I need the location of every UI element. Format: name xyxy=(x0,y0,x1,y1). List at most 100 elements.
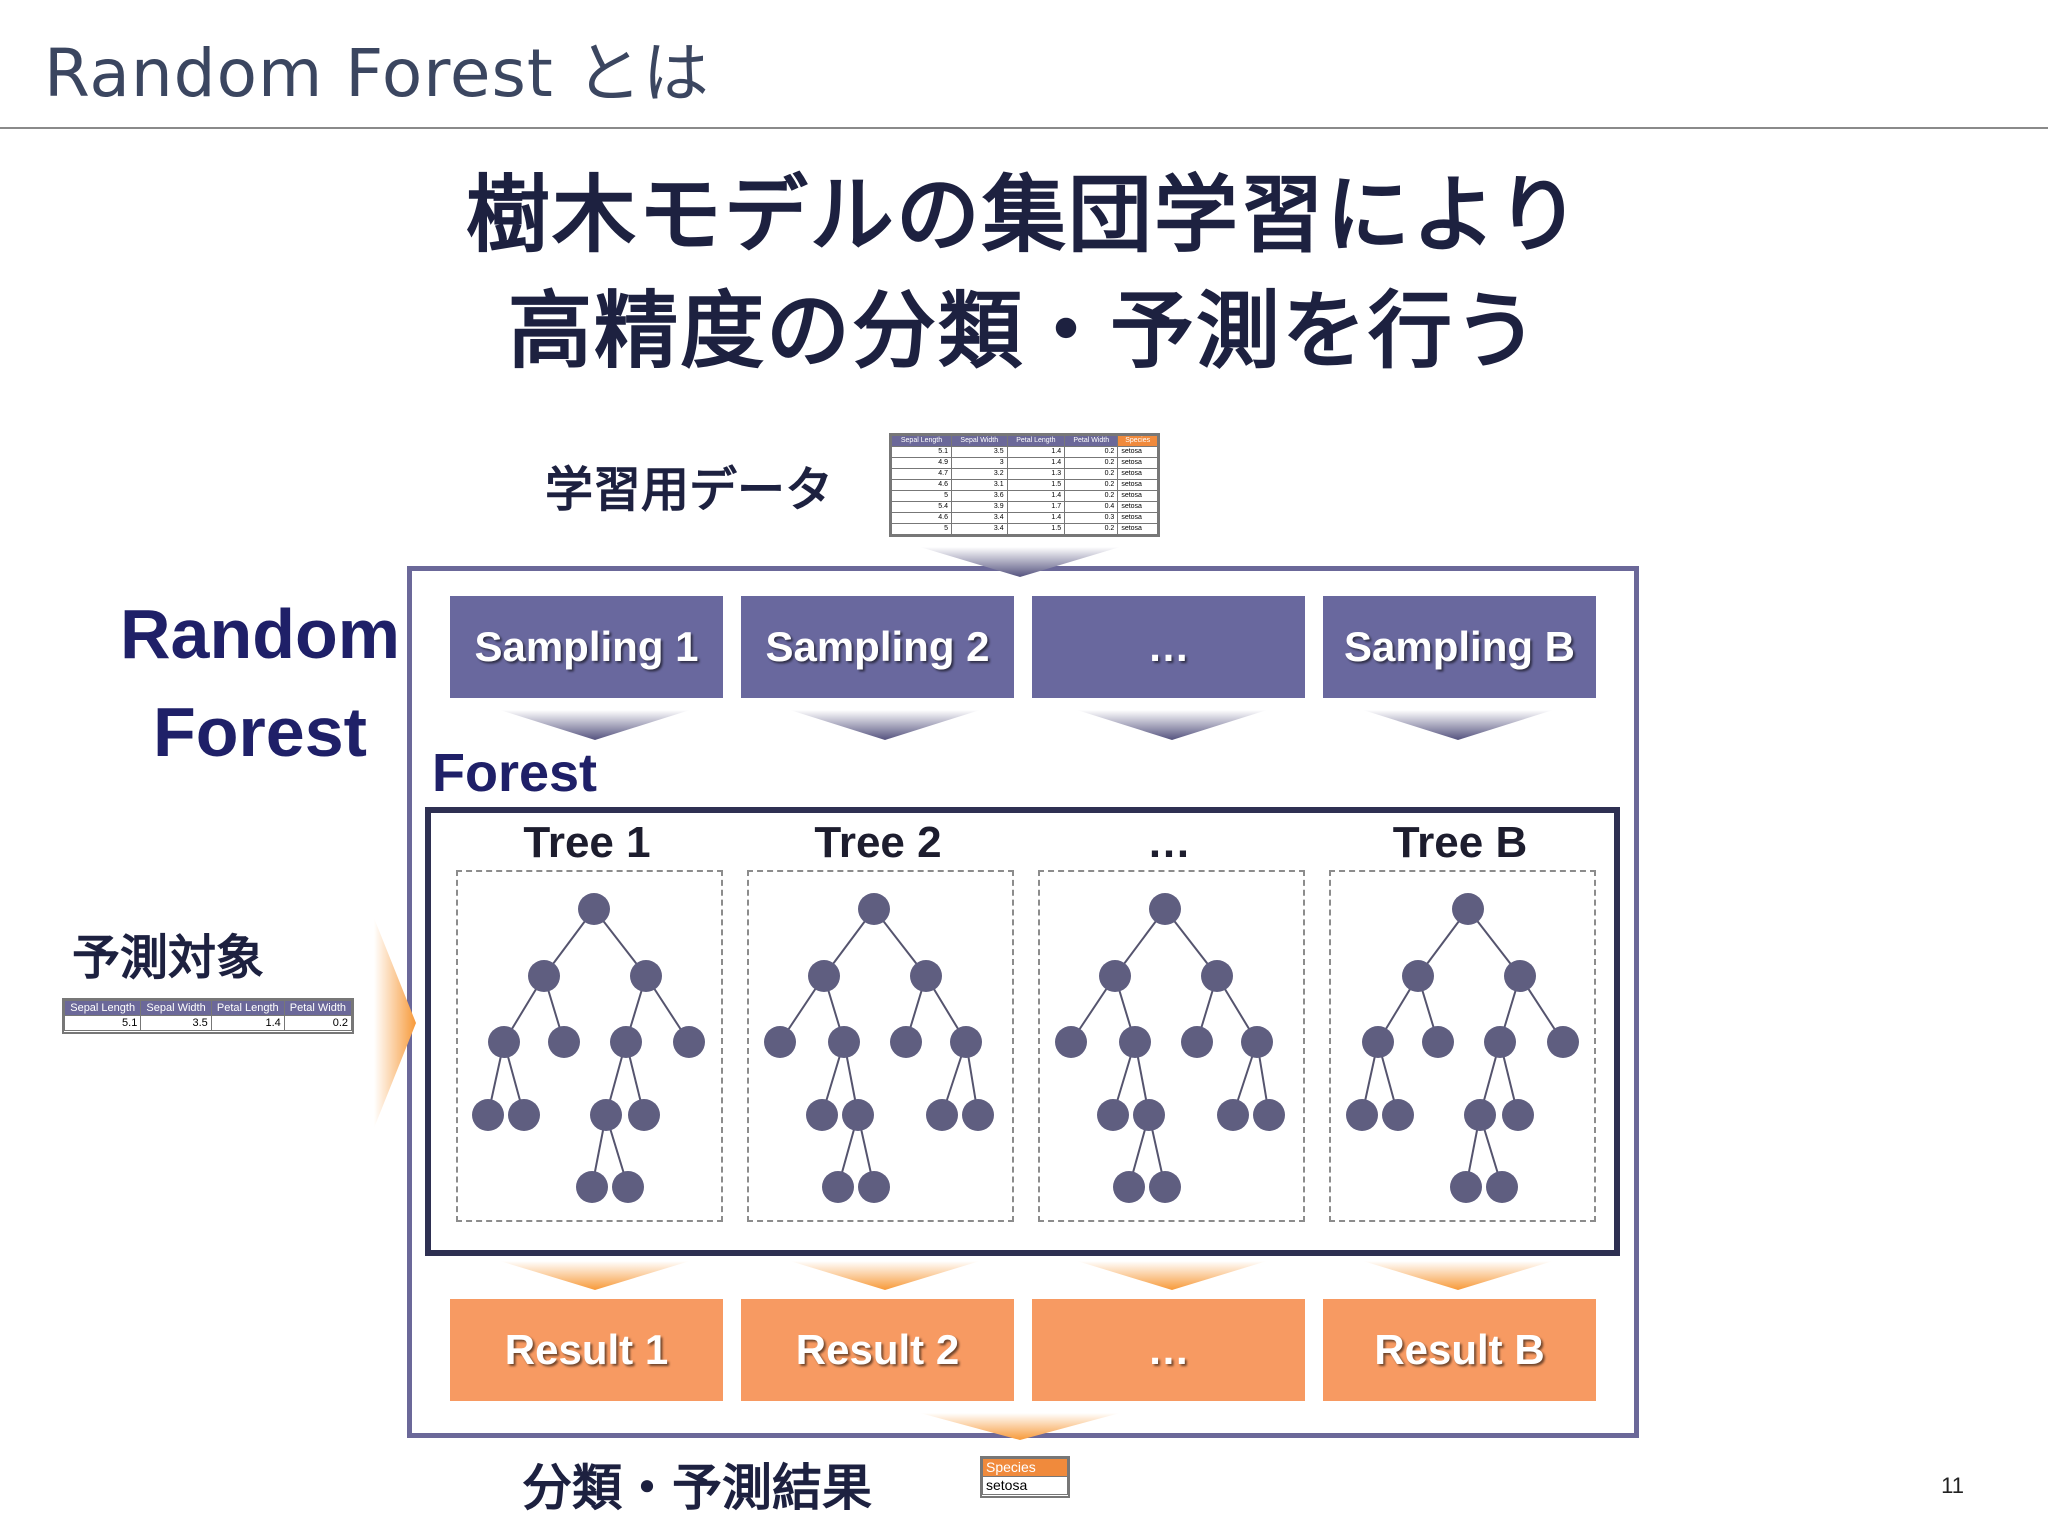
tree-node xyxy=(910,960,942,992)
tree-node xyxy=(962,1099,994,1131)
rf-label-line-2: Forest xyxy=(153,693,367,771)
tree-node xyxy=(508,1099,540,1131)
training-table-cell: 3.4 xyxy=(950,523,1008,535)
tree-node xyxy=(1502,1099,1534,1131)
predict-table-header: Sepal Length xyxy=(64,1000,142,1016)
tree-node xyxy=(926,1099,958,1131)
result-table-value: setosa xyxy=(982,1476,1068,1495)
tree-node xyxy=(1486,1171,1518,1203)
training-data-label: 学習用データ xyxy=(545,462,834,518)
sampling-band-ellipsis: … xyxy=(1032,596,1305,698)
tree-label-ellipsis: … xyxy=(1147,818,1191,867)
result-table: Species setosa xyxy=(980,1456,1070,1498)
tree-node xyxy=(578,893,610,925)
tree-node xyxy=(890,1026,922,1058)
training-table-cell: setosa xyxy=(1117,523,1158,535)
tree-node xyxy=(806,1099,838,1131)
training-table-cell: setosa xyxy=(1117,457,1158,469)
training-table-cell: 1.5 xyxy=(1006,523,1066,535)
tree-node xyxy=(1346,1099,1378,1131)
result-band-b: Result B xyxy=(1323,1299,1596,1401)
slide-title: Random Forest とは xyxy=(44,35,710,112)
input-arrow-icon xyxy=(374,918,416,1128)
tree-node xyxy=(950,1026,982,1058)
tree-node xyxy=(1099,960,1131,992)
arrow-sampling-3-icon xyxy=(1077,710,1267,740)
tree-node xyxy=(548,1026,580,1058)
tree-node xyxy=(1119,1026,1151,1058)
predict-table-cell: 5.1 xyxy=(64,1015,142,1031)
tree-node xyxy=(808,960,840,992)
tree-node xyxy=(822,1171,854,1203)
tree-node xyxy=(1450,1171,1482,1203)
tree-node xyxy=(610,1026,642,1058)
tree-node xyxy=(628,1099,660,1131)
tree-node xyxy=(1133,1099,1165,1131)
tree-node xyxy=(1149,1171,1181,1203)
training-table-cell: 5 xyxy=(891,523,952,535)
sampling-band-b: Sampling B xyxy=(1323,596,1596,698)
tree-node xyxy=(1149,893,1181,925)
tree-node xyxy=(1113,1171,1145,1203)
tree-node xyxy=(1097,1099,1129,1131)
tree-node xyxy=(1422,1026,1454,1058)
title-divider xyxy=(0,127,2048,129)
training-table-cell: 0.2 xyxy=(1064,523,1119,535)
headline-line-1: 樹木モデルの集団学習により xyxy=(465,166,1583,264)
sampling-band-2: Sampling 2 xyxy=(741,596,1014,698)
tree-label-1: Tree 1 xyxy=(523,818,651,867)
arrow-result-2-icon xyxy=(790,1261,980,1290)
page-number: 11 xyxy=(1941,1473,1964,1498)
tree-node xyxy=(472,1099,504,1131)
tree-frame-2 xyxy=(747,870,1014,1222)
result-band-1: Result 1 xyxy=(450,1299,723,1401)
tree-node xyxy=(1382,1099,1414,1131)
arrow-sampling-2-icon xyxy=(790,710,980,740)
sampling-band-1: Sampling 1 xyxy=(450,596,723,698)
predict-target-label: 予測対象 xyxy=(72,930,265,986)
random-forest-label: Random Forest xyxy=(120,585,400,781)
result-label: 分類・予測結果 xyxy=(522,1459,872,1517)
tree-label-b: Tree B xyxy=(1392,818,1528,867)
result-band-ellipsis: … xyxy=(1032,1299,1305,1401)
arrow-result-1-icon xyxy=(500,1261,690,1290)
tree-node xyxy=(673,1026,705,1058)
tree-node xyxy=(1241,1026,1273,1058)
tree-node xyxy=(1217,1099,1249,1131)
tree-frame-1 xyxy=(456,870,723,1222)
tree-node xyxy=(764,1026,796,1058)
rf-label-line-1: Random xyxy=(120,595,400,673)
tree-node xyxy=(1464,1099,1496,1131)
arrow-sampling-b-icon xyxy=(1363,710,1553,740)
arrow-output-icon xyxy=(920,1413,1120,1440)
arrow-sampling-1-icon xyxy=(500,710,690,740)
arrow-result-3-icon xyxy=(1077,1261,1267,1290)
tree-node xyxy=(590,1099,622,1131)
tree-node xyxy=(576,1171,608,1203)
result-table-header: Species xyxy=(982,1458,1068,1477)
tree-node xyxy=(1452,893,1484,925)
predict-table-cell: 0.2 xyxy=(283,1015,352,1031)
tree-frame-b xyxy=(1329,870,1596,1222)
forest-label: Forest xyxy=(432,743,598,803)
tree-node xyxy=(612,1171,644,1203)
tree-node xyxy=(1181,1026,1213,1058)
tree-node xyxy=(1484,1026,1516,1058)
tree-node xyxy=(842,1099,874,1131)
tree-frame-ellipsis xyxy=(1038,870,1305,1222)
tree-node xyxy=(630,960,662,992)
tree-node xyxy=(1362,1026,1394,1058)
tree-label-2: Tree 2 xyxy=(814,818,942,867)
headline-line-2: 高精度の分類・予測を行う xyxy=(507,282,1540,380)
tree-node xyxy=(1055,1026,1087,1058)
tree-node xyxy=(1253,1099,1285,1131)
tree-node xyxy=(1504,960,1536,992)
data-in-arrow-icon xyxy=(920,547,1120,577)
